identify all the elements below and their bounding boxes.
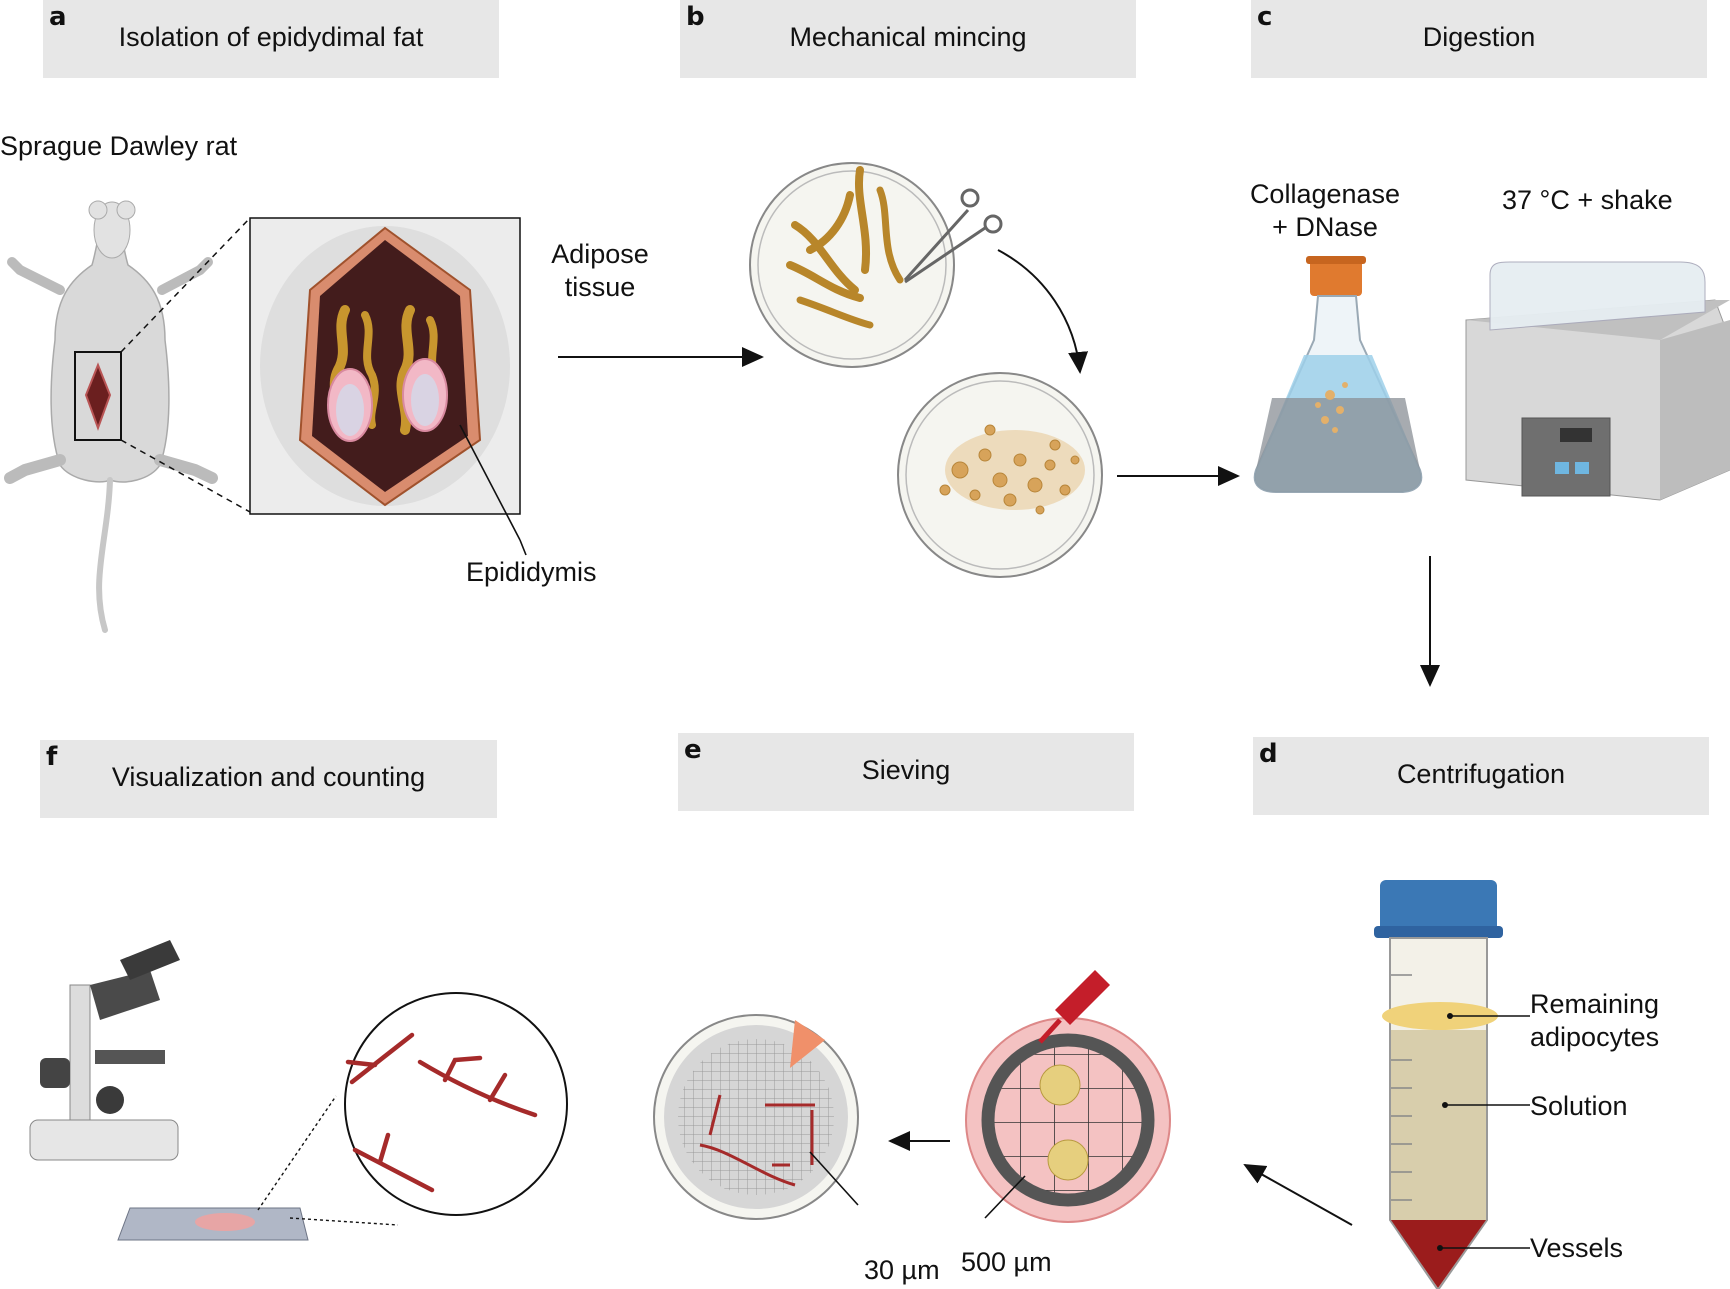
panel-letter-f: f	[46, 742, 58, 772]
microscope-icon	[29, 940, 180, 1161]
panel-letter-c: c	[1257, 2, 1273, 32]
petri-dish-minced-fat	[897, 372, 1103, 578]
adipose-label: Adipose tissue	[540, 238, 660, 304]
curved-arrow	[997, 249, 1089, 374]
arrow-d-to-e	[1243, 1164, 1353, 1226]
magnified-vessels	[344, 992, 568, 1216]
petri-dish-whole-fat	[749, 162, 955, 368]
enzyme-label: Collagenase + DNase	[1230, 178, 1420, 244]
vessels-label: Vessels	[1530, 1233, 1624, 1263]
panel-title-f: Visualization and counting	[111, 762, 426, 792]
mesh-500-label: 500 µm	[961, 1247, 1052, 1277]
panel-header-c: c Digestion	[1251, 0, 1707, 78]
adipose-label-line2: tissue	[564, 272, 636, 302]
panel-letter-a: a	[49, 2, 67, 32]
erlenmeyer-flask	[1253, 256, 1423, 493]
panel-header-e: e Sieving	[678, 733, 1134, 811]
remaining-label-line2: adipocytes	[1530, 1022, 1660, 1052]
remaining-label-line1: Remaining	[1530, 989, 1660, 1019]
remaining-adipocytes-label: Remaining adipocytes	[1530, 988, 1659, 1054]
panel-header-d: d Centrifugation	[1253, 737, 1709, 815]
epididymis-label: Epididymis	[466, 557, 597, 587]
enzyme-label-line1: Collagenase	[1249, 179, 1401, 209]
panel-title-c: Digestion	[1422, 22, 1536, 52]
adipose-label-line1: Adipose	[551, 239, 649, 269]
water-bath-shaker	[1465, 261, 1730, 501]
centrifuge-tube	[1374, 880, 1530, 1289]
petri-dish-500-mesh	[965, 970, 1171, 1223]
incubation-label: 37 °C + shake	[1502, 185, 1673, 215]
panel-title-e: Sieving	[861, 755, 951, 785]
microscope-slide	[117, 1095, 399, 1241]
panel-title-d: Centrifugation	[1396, 759, 1566, 789]
panel-title-a: Isolation of epidydimal fat	[118, 22, 424, 52]
panel-header-a: a Isolation of epidydimal fat	[43, 0, 499, 78]
panel-letter-d: d	[1259, 739, 1278, 769]
solution-label: Solution	[1530, 1091, 1628, 1121]
panel-letter-e: e	[684, 735, 702, 765]
panel-header-f: f Visualization and counting	[40, 740, 497, 818]
mesh-30-label: 30 µm	[864, 1255, 940, 1285]
scissors-icon	[903, 188, 1003, 284]
panel-letter-b: b	[686, 2, 705, 32]
epididymal-fat-zoom	[249, 217, 527, 556]
rat-illustration	[4, 200, 251, 633]
rat-label: Sprague Dawley rat	[0, 131, 238, 161]
panel-header-b: b Mechanical mincing	[680, 0, 1136, 78]
enzyme-label-line2: + DNase	[1272, 212, 1378, 242]
petri-dish-30-mesh	[653, 1014, 859, 1220]
panel-title-b: Mechanical mincing	[789, 22, 1027, 52]
